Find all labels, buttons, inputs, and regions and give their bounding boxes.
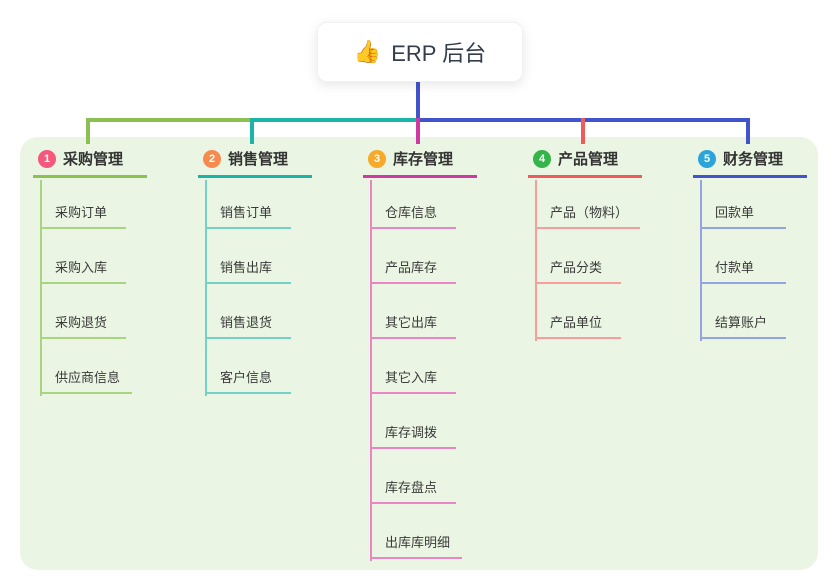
branch-items-sales: 销售订单 销售出库 销售退货 客户信息 (205, 174, 291, 394)
badge-number-5: 5 (698, 149, 716, 168)
node-item[interactable]: 出库库明细 (370, 504, 463, 559)
branch-header-product[interactable]: 4 产品管理 (528, 142, 642, 178)
branch-header-finance[interactable]: 5 财务管理 (693, 142, 807, 178)
node-item[interactable]: 库存盘点 (370, 449, 456, 504)
badge-number-4: 4 (533, 149, 551, 168)
badge-number-2: 2 (203, 149, 221, 168)
thumbs-up-icon: 👍 (353, 39, 382, 64)
node-item[interactable]: 采购订单 (40, 174, 126, 229)
node-item[interactable]: 客户信息 (205, 339, 291, 394)
node-item[interactable]: 采购退货 (40, 284, 126, 339)
node-item[interactable]: 产品分类 (535, 229, 621, 284)
node-item[interactable]: 其它入库 (370, 339, 456, 394)
node-item[interactable]: 其它出库 (370, 284, 456, 339)
branch-spine (535, 180, 537, 341)
connector-drop-product (581, 118, 585, 144)
branch-items-finance: 回款单 付款单 结算账户 (700, 174, 786, 339)
node-item[interactable]: 产品单位 (535, 284, 621, 339)
branch-label: 采购管理 (63, 151, 124, 168)
root-node-erp-backend[interactable]: 👍 ERP 后台 (317, 22, 523, 82)
branch-header-inventory[interactable]: 3 库存管理 (363, 142, 477, 178)
root-title: ERP 后台 (391, 41, 487, 66)
connector-drop-purchase (86, 118, 90, 144)
connector-bus-green (86, 118, 254, 122)
branch-header-sales[interactable]: 2 销售管理 (198, 142, 312, 178)
connector-drop-sales (250, 118, 254, 144)
node-item[interactable]: 产品（物料） (535, 174, 641, 229)
branch-items-purchase: 采购订单 采购入库 采购退货 供应商信息 (40, 174, 133, 394)
node-item[interactable]: 供应商信息 (40, 339, 133, 394)
node-item[interactable]: 销售退货 (205, 284, 291, 339)
badge-number-1: 1 (38, 149, 56, 168)
connector-drop-inventory (416, 118, 420, 144)
connector-root-stem (416, 82, 420, 119)
badge-number-3: 3 (368, 149, 386, 168)
node-item[interactable]: 销售订单 (205, 174, 291, 229)
branch-label: 库存管理 (393, 151, 454, 168)
node-item[interactable]: 库存调拨 (370, 394, 456, 449)
node-item[interactable]: 结算账户 (700, 284, 786, 339)
branch-label: 销售管理 (228, 151, 289, 168)
node-item[interactable]: 销售出库 (205, 229, 291, 284)
connector-bus-teal (250, 118, 418, 122)
connector-drop-finance (746, 118, 750, 144)
node-item[interactable]: 付款单 (700, 229, 786, 284)
branch-label: 产品管理 (558, 151, 619, 168)
node-item[interactable]: 回款单 (700, 174, 786, 229)
branch-spine (370, 180, 372, 561)
branch-spine (700, 180, 702, 341)
branch-spine (205, 180, 207, 396)
branch-label: 财务管理 (723, 151, 784, 168)
branch-items-inventory: 仓库信息 产品库存 其它出库 其它入库 库存调拨 库存盘点 出库库明细 (370, 174, 463, 559)
node-item[interactable]: 仓库信息 (370, 174, 456, 229)
branch-header-purchase[interactable]: 1 采购管理 (33, 142, 147, 178)
branches-panel (20, 137, 818, 570)
node-item[interactable]: 产品库存 (370, 229, 456, 284)
branch-items-product: 产品（物料） 产品分类 产品单位 (535, 174, 641, 339)
node-item[interactable]: 采购入库 (40, 229, 126, 284)
branch-spine (40, 180, 42, 396)
